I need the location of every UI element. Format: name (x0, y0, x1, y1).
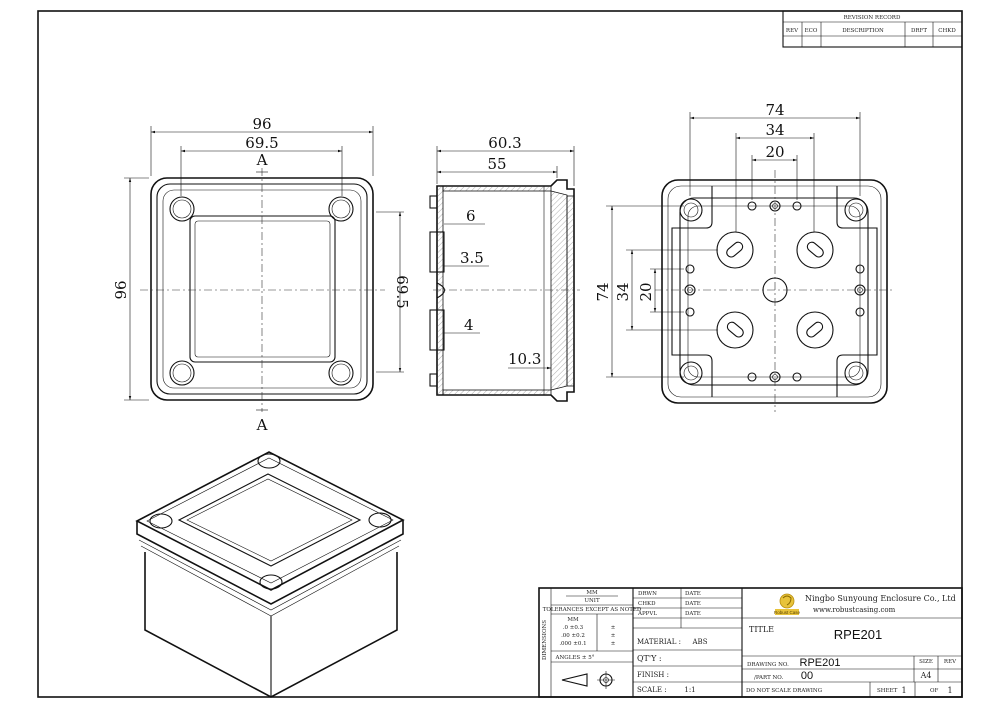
company-website: www.robustcasing.com (813, 606, 896, 614)
date-label-3: DATE (685, 611, 701, 617)
mounting-slot-icon (796, 231, 834, 269)
dim-width-96: 96 (252, 115, 271, 133)
date-label-1: DATE (685, 591, 701, 597)
company-logo-icon: Robust Case (774, 593, 801, 615)
dim-h34: 34 (614, 282, 632, 301)
rev-col-rev: REV (786, 28, 799, 34)
part-no-label: /PART NO. (754, 675, 783, 681)
dim-10-3: 10.3 (508, 350, 541, 368)
company-name: Ningbo Sunyoung Enclosure Co., Ltd (805, 594, 956, 603)
approved-label: APPVL (637, 611, 657, 617)
sheet-value: 1 (901, 686, 906, 695)
revision-title: REVISION RECORD (844, 15, 901, 21)
dim-w20: 20 (765, 143, 784, 161)
material-label: MATERIAL : (637, 638, 681, 646)
rev-col-drft: DRFT (911, 28, 927, 34)
drawing-no-value: RPE201 (800, 657, 841, 669)
drawing-no-label: DRAWING NO. (747, 662, 789, 668)
isometric-view (135, 451, 405, 698)
screw-hole-icon (328, 196, 354, 222)
tol-right-1: ± (611, 625, 616, 631)
screw-hole-icon (844, 198, 868, 222)
screw-hole-icon (844, 361, 868, 385)
tol-right-3: ± (611, 641, 616, 647)
dim-inner-69-5: 69.5 (245, 134, 278, 152)
dim-body-55: 55 (487, 155, 506, 173)
no-scale-note: DO NOT SCALE DRAWING (746, 688, 822, 694)
unit-label: UNIT (584, 598, 600, 604)
tol-mm: MM (567, 617, 579, 623)
bottom-view: 74 34 20 74 34 20 (594, 101, 895, 412)
dim-3-5: 3.5 (460, 249, 484, 267)
title-label: TITLE (749, 625, 774, 634)
part-no-value: 00 (801, 670, 813, 682)
dim-w74: 74 (765, 101, 784, 119)
size-label: SIZE (919, 659, 933, 665)
front-view: A A 96 69.5 96 (112, 115, 385, 434)
projection-symbol-icon (561, 671, 615, 689)
size-value: A4 (920, 671, 932, 680)
rev-col-chkd: CHKD (938, 28, 956, 34)
rev-label: REV (944, 659, 957, 665)
revision-table: REVISION RECORD REV ECO DESCRIPTION DRFT… (782, 10, 963, 48)
section-label-bottom: A (256, 416, 268, 434)
tol-row-1: .0 ±0.3 (563, 625, 584, 631)
tolerance-note: TOLERANCES EXCEPT AS NOTED (543, 607, 642, 613)
logo-text: Robust Case (774, 610, 801, 615)
dim-h74: 74 (594, 282, 612, 301)
title-block: DIMENSIONS MM UNIT TOLERANCES EXCEPT AS … (538, 587, 963, 698)
of-value: 1 (947, 686, 952, 695)
screw-hole-icon (169, 196, 195, 222)
material-value: ABS (692, 638, 708, 646)
screw-hole-icon (328, 360, 354, 386)
mounting-slot-icon (796, 311, 834, 349)
tol-right-2: ± (611, 633, 616, 639)
part-title: RPE201 (834, 627, 882, 642)
mounting-slot-icon (716, 311, 754, 349)
dim-height-96: 96 (112, 280, 130, 299)
dim-4: 4 (464, 316, 474, 334)
dim-w34: 34 (765, 121, 784, 139)
rev-col-description: DESCRIPTION (842, 28, 884, 34)
finish-label: FINISH : (637, 671, 669, 679)
tol-row-3: .000 ±0.1 (559, 641, 586, 647)
drawn-label: DRWN (638, 591, 657, 597)
mounting-slot-icon (716, 231, 754, 269)
section-label-top: A (256, 151, 268, 169)
side-dimensions-label: DIMENSIONS (542, 620, 548, 660)
screw-hole-icon (679, 198, 703, 222)
angles-note: ANGLES ± 5° (555, 655, 595, 661)
dim-h20: 20 (637, 282, 655, 301)
date-label-2: DATE (685, 601, 701, 607)
tol-row-2: .00 ±0.2 (561, 633, 585, 639)
scale-value: 1:1 (684, 686, 695, 694)
section-view: 60.3 55 6 3.5 4 10.3 69.5 (376, 134, 580, 402)
unit-mm: MM (586, 590, 598, 596)
dim-6: 6 (466, 207, 476, 225)
scale-label: SCALE : (637, 686, 667, 694)
drawing-border (37, 10, 963, 698)
screw-hole-icon (169, 360, 195, 386)
screw-hole-icon (679, 361, 703, 385)
sheet-label: SHEET (877, 688, 898, 694)
dim-height-69-5: 69.5 (393, 275, 411, 308)
checked-label: CHKD (638, 601, 656, 607)
qty-label: QT'Y : (637, 654, 662, 663)
dim-overall-60-3: 60.3 (488, 134, 521, 152)
of-label: OF (930, 688, 939, 694)
rev-col-eco: ECO (805, 28, 818, 34)
